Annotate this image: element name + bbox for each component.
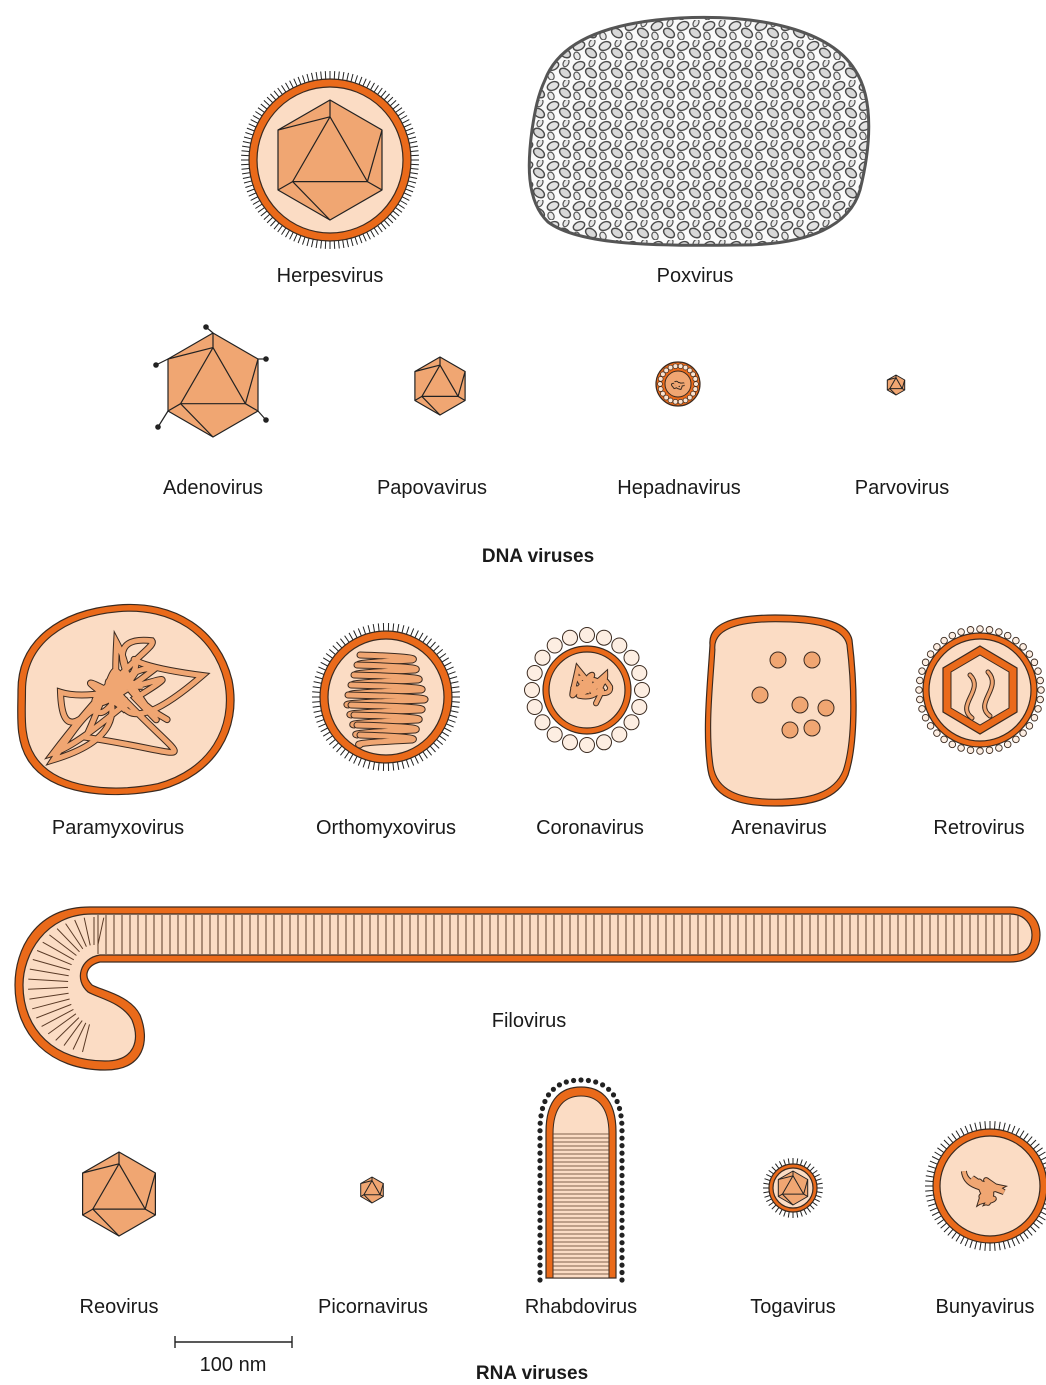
filovirus-label: Filovirus bbox=[492, 1010, 566, 1033]
rna-viruses-heading: RNA viruses bbox=[476, 1363, 588, 1385]
orthomyxovirus-illustration bbox=[312, 623, 460, 771]
orthomyxovirus-label: Orthomyxovirus bbox=[316, 817, 456, 840]
coronavirus-label: Coronavirus bbox=[536, 817, 644, 840]
adenovirus-illustration bbox=[153, 324, 269, 437]
reovirus-label: Reovirus bbox=[80, 1296, 159, 1319]
hepadnavirus-label: Hepadnavirus bbox=[617, 477, 740, 500]
adenovirus-label: Adenovirus bbox=[163, 477, 263, 500]
herpesvirus-illustration bbox=[241, 71, 419, 249]
arenavirus-illustration bbox=[705, 615, 856, 806]
scale-bar bbox=[175, 1336, 292, 1348]
retrovirus-label: Retrovirus bbox=[933, 817, 1024, 840]
togavirus-illustration bbox=[763, 1158, 823, 1218]
retrovirus-illustration bbox=[916, 626, 1045, 755]
parvovirus-label: Parvovirus bbox=[855, 477, 949, 500]
bunyavirus-label: Bunyavirus bbox=[936, 1296, 1035, 1319]
dna-viruses-heading: DNA viruses bbox=[482, 546, 594, 568]
papovavirus-illustration bbox=[415, 357, 465, 415]
papovavirus-label: Papovavirus bbox=[377, 477, 487, 500]
paramyxovirus-illustration bbox=[18, 604, 234, 794]
scale-bar-label: 100 nm bbox=[200, 1354, 267, 1377]
poxvirus-illustration bbox=[529, 17, 869, 245]
picornavirus-illustration bbox=[361, 1177, 384, 1203]
paramyxovirus-label: Paramyxovirus bbox=[52, 817, 184, 840]
picornavirus-label: Picornavirus bbox=[318, 1296, 428, 1319]
rhabdovirus-label: Rhabdovirus bbox=[525, 1296, 637, 1319]
bunyavirus-illustration bbox=[925, 1121, 1046, 1251]
poxvirus-label: Poxvirus bbox=[657, 265, 734, 288]
herpesvirus-label: Herpesvirus bbox=[277, 265, 384, 288]
parvovirus-illustration bbox=[887, 375, 904, 395]
filovirus-illustration bbox=[15, 907, 1040, 1070]
rhabdovirus-illustration bbox=[537, 1077, 624, 1282]
hepadnavirus-illustration bbox=[656, 362, 700, 406]
togavirus-label: Togavirus bbox=[750, 1296, 836, 1319]
coronavirus-illustration bbox=[525, 628, 650, 753]
reovirus-illustration bbox=[83, 1152, 156, 1236]
arenavirus-label: Arenavirus bbox=[731, 817, 827, 840]
